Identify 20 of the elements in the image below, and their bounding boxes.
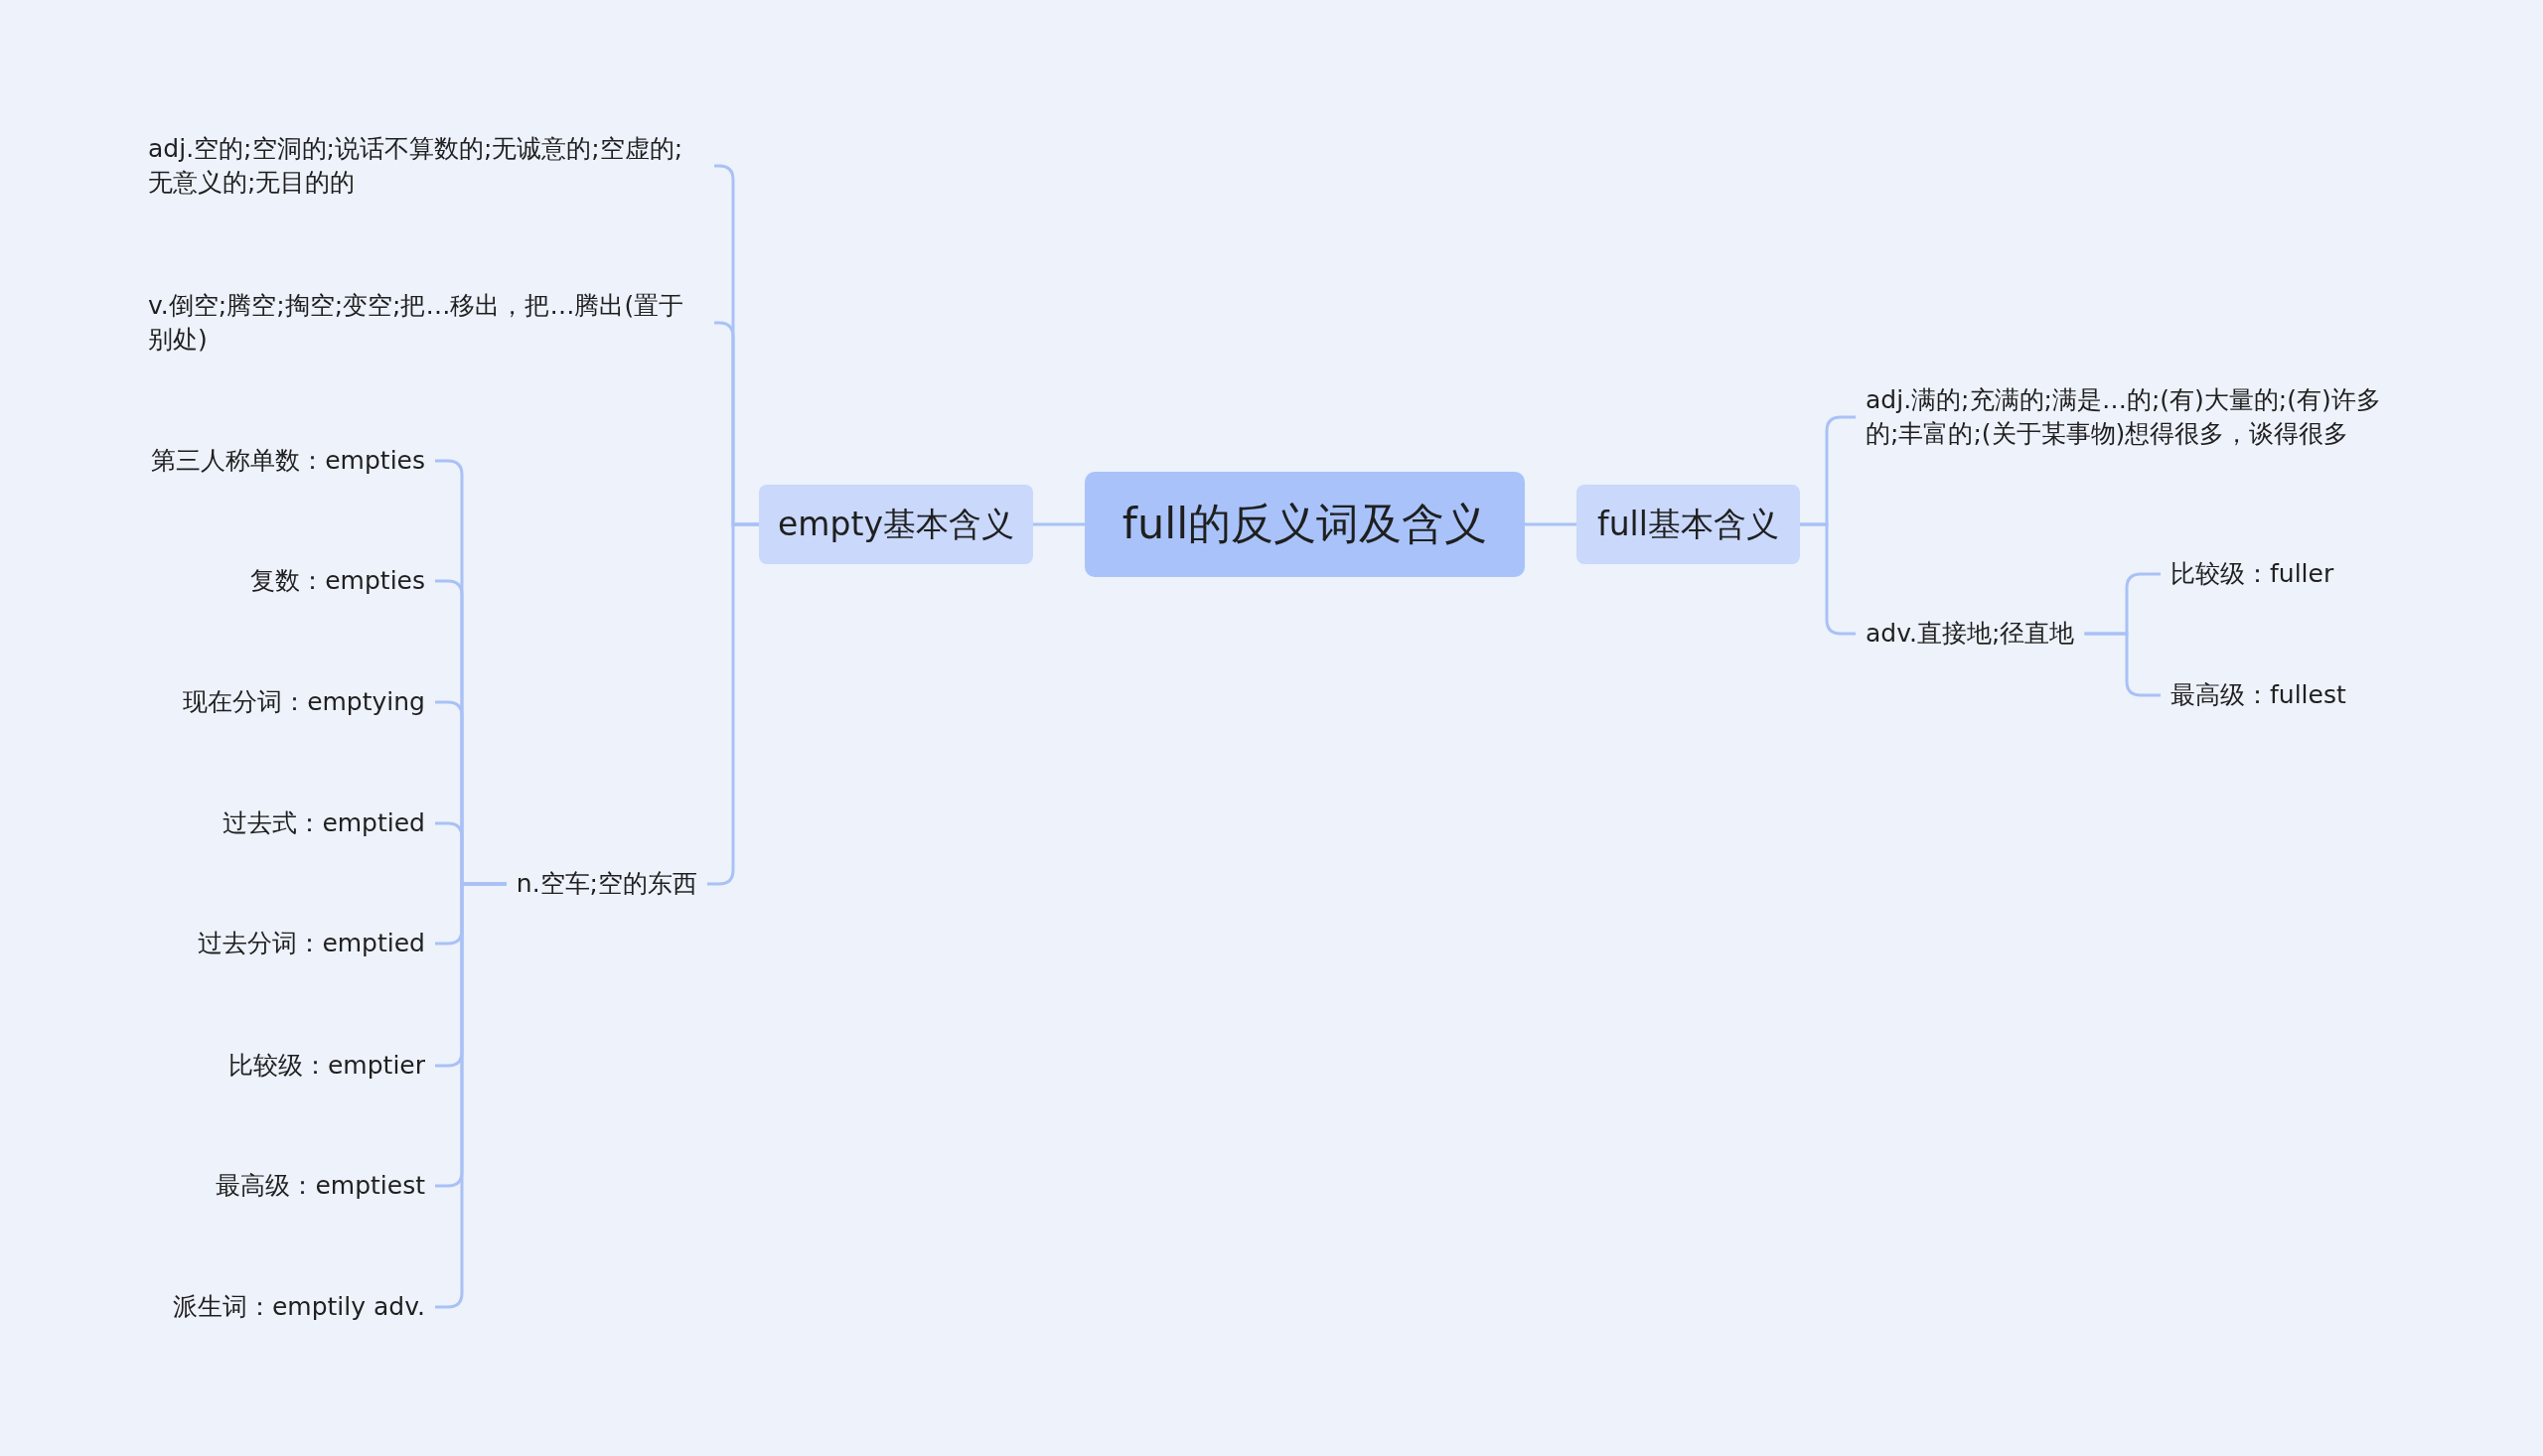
subtopic-text: 现在分词：emptying: [173, 682, 435, 722]
central-topic-box: full的反义词及含义: [1085, 472, 1525, 577]
subtopic-text: 派生词：emptily adv.: [162, 1287, 435, 1327]
subtopic-text: 过去分词：emptied: [188, 924, 435, 963]
subtopic-text: adv.直接地;径直地: [1856, 614, 2085, 654]
subtopic-text: 比较级：fuller: [2161, 554, 2344, 594]
subtopic-text: n.空车;空的东西: [506, 864, 707, 904]
subtopic-text: 最高级：fullest: [2161, 675, 2356, 715]
main-topic-box: full基本含义: [1576, 485, 1800, 564]
subtopic-text: 最高级：emptiest: [206, 1166, 435, 1206]
subtopic-text: 第三人称单数：empties: [141, 441, 435, 481]
subtopic-text: 过去式：emptied: [213, 803, 435, 843]
subtopic-text: 比较级：emptier: [219, 1046, 435, 1086]
connector-line: [1525, 522, 1576, 526]
connector-line: [1033, 522, 1085, 526]
subtopic-text: adj.满的;充满的;满是…的;(有)大量的;(有)许多的;丰富的;(关于某事物)想得很多，谈得很多: [1856, 380, 2412, 454]
subtopic-text: 复数：empties: [240, 561, 435, 601]
subtopic-text: adj.空的;空洞的;说话不算数的;无诚意的;空虚的;无意义的;无目的的: [138, 129, 714, 203]
main-topic-box: empty基本含义: [759, 485, 1033, 564]
subtopic-text: v.倒空;腾空;掏空;变空;把…移出，把…腾出(置于别处): [138, 286, 714, 360]
